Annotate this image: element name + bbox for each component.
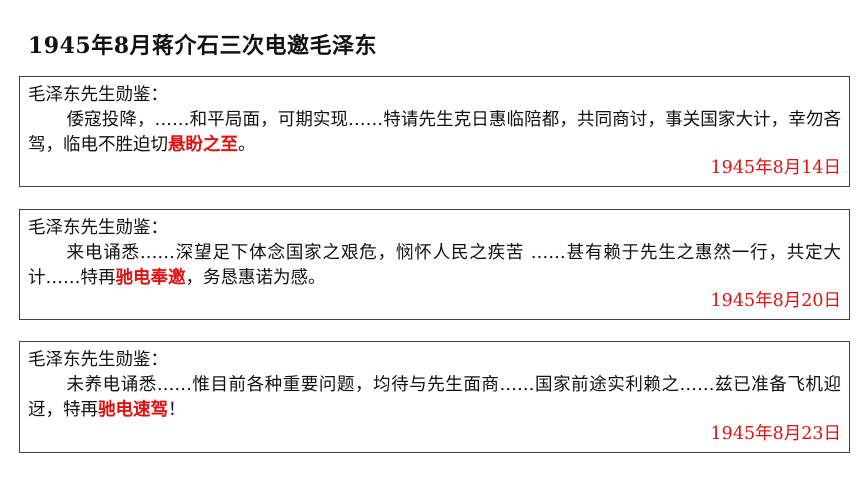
telegram-body: 未养电诵悉……惟目前各种重要问题，均待与先生面商……国家前途实利赖之……兹已准备… [28,373,841,423]
telegram-card: 毛泽东先生勋鉴： 未养电诵悉……惟目前各种重要问题，均待与先生面商……国家前途实… [19,341,850,453]
telegram-highlight: 驰电速驾 [98,400,168,420]
telegram-body-text: 未养电诵悉……惟目前各种重要问题，均待与先生面商……国家前途实利赖之……兹已准备… [28,375,841,420]
telegram-card: 毛泽东先生勋鉴： 来电诵悉……深望足下体念国家之艰危，悯怀人民之疾苦 ……甚有赖… [19,209,850,320]
telegram-date: 1945年8月14日 [710,158,841,178]
telegram-body-text: 倭寇投降，……和平局面，可期实现……特请先生克日惠临陪都，共同商讨，事关国家大计… [28,110,841,155]
telegram-card: 毛泽东先生勋鉴： 倭寇投降，……和平局面，可期实现……特请先生克日惠临陪都，共同… [19,76,850,187]
telegram-body-text: 来电诵悉……深望足下体念国家之艰危，悯怀人民之疾苦 ……甚有赖于先生之惠然一行，… [28,243,841,288]
telegram-highlight: 驰电奉邀 [115,268,186,288]
telegram-body: 倭寇投降，……和平局面，可期实现……特请先生克日惠临陪都，共同商讨，事关国家大计… [28,108,841,158]
telegram-highlight: 悬盼之至 [168,135,238,155]
telegram-salutation: 毛泽东先生勋鉴： [28,350,168,370]
telegram-date: 1945年8月23日 [710,424,841,444]
telegram-body-end: ，务恳惠诺为感。 [185,268,326,288]
telegram-salutation: 毛泽东先生勋鉴： [28,218,168,238]
telegram-salutation: 毛泽东先生勋鉴： [28,85,168,105]
telegram-body: 来电诵悉……深望足下体念国家之艰危，悯怀人民之疾苦 ……甚有赖于先生之惠然一行，… [28,241,841,291]
page-title: 1945年8月蒋介石三次电邀毛泽东 [28,33,378,59]
telegram-body-end: 。 [238,135,256,155]
telegram-date: 1945年8月20日 [710,291,841,311]
telegram-body-end: ！ [168,400,186,420]
